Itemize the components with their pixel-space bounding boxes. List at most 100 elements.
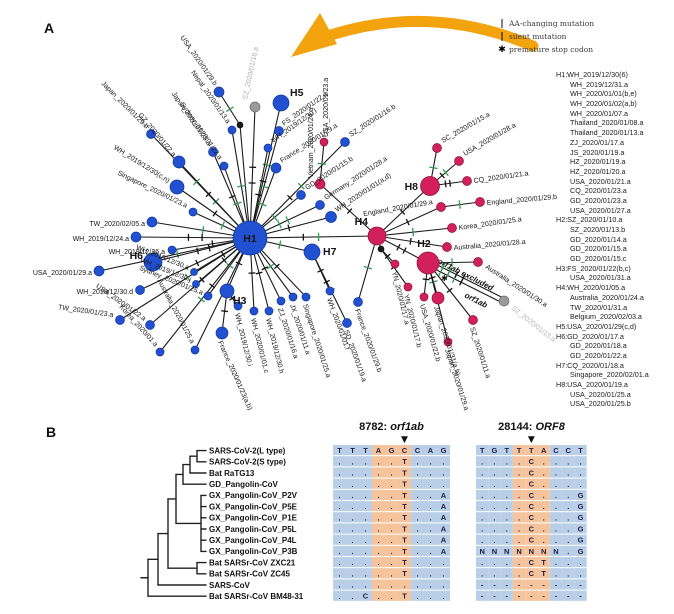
alignment-cell [398, 534, 411, 545]
alignment-cell [549, 523, 563, 534]
alignment-cell [537, 456, 550, 467]
alignment-base: . [416, 569, 418, 578]
alignment-cell [398, 467, 411, 478]
aa-changing-mutation-tick [237, 184, 246, 188]
alignment-cell [372, 501, 385, 512]
alignment-base: . [390, 569, 392, 578]
silent-mutation-tick [199, 276, 205, 283]
haplotype-hub-H2 [416, 251, 440, 275]
alignment-base: T [517, 446, 522, 455]
alignment-cell [333, 590, 346, 601]
silent-mutation-tick [396, 244, 401, 251]
alignment-cell [562, 456, 575, 467]
aa-changing-mutation-tick [458, 200, 461, 209]
alignment-cell [398, 501, 411, 512]
network-node [188, 207, 198, 217]
alignment-cell [500, 489, 513, 500]
alignment-cell [385, 534, 398, 545]
alignment-base: . [506, 569, 508, 578]
aa-changing-mutation-tick [197, 296, 206, 303]
alignment-base: . [567, 469, 569, 478]
alignment-cell [537, 523, 550, 534]
haplotype-list-item: USA_2020/01/31.a [570, 273, 631, 283]
alignment-cell [574, 501, 587, 512]
haplotype-list-item: Thailand_2020/01/13.a [570, 128, 644, 138]
alignment-cell [525, 489, 538, 500]
node-label: TW_2020/02/05.a [89, 221, 145, 228]
alignment-cell [385, 568, 398, 579]
alignment-base: T [402, 468, 407, 477]
alignment-base: . [364, 480, 366, 489]
alignment-cell [437, 568, 450, 579]
alignment-base: . [429, 525, 431, 534]
alignment-cell [488, 523, 501, 534]
network-node [447, 223, 457, 233]
aa-changing-mutation-tick [266, 263, 275, 270]
network-edge [98, 237, 251, 272]
alignment-cell [537, 445, 550, 456]
alignment-cell [549, 478, 563, 489]
alignment-base: . [555, 569, 557, 578]
alignment-base: . [543, 502, 545, 511]
alignment-cell [525, 467, 538, 478]
alignment-base: . [555, 502, 557, 511]
silent-mutation-tick [207, 244, 211, 252]
alignment-cell [500, 512, 513, 523]
network-node [155, 347, 165, 357]
alignment-base: . [377, 536, 379, 545]
alignment-cell [537, 557, 550, 568]
alignment-base: T [402, 592, 407, 601]
alignment-cell [333, 568, 346, 579]
alignment-base: C [529, 491, 535, 500]
alignment-base: . [481, 502, 483, 511]
silent-mutation-tick [461, 274, 466, 282]
silent-mutation-tick [346, 208, 353, 214]
aa-changing-mutation-tick [297, 182, 305, 190]
site-header-8782: 8782: orf1ab [333, 421, 450, 434]
alignment-cell [537, 545, 550, 556]
alignment-cell [385, 478, 398, 489]
alignment-cell [437, 467, 450, 478]
alignment-cell [385, 545, 398, 556]
alignment-cell [398, 523, 411, 534]
alignment-cell [549, 456, 563, 467]
silent-mutation-tick [448, 179, 452, 187]
alignment-base: C [415, 446, 421, 455]
hub-label: H1 [243, 233, 257, 245]
aa-changing-mutation-tick [447, 267, 453, 276]
alignment-cell [512, 478, 526, 489]
silent-mutation-tick [212, 210, 218, 217]
taxon-label: Bat SARSr-CoV ZC45 [209, 570, 290, 579]
alignment-base: . [518, 457, 520, 466]
alignment-cell [525, 445, 538, 456]
alignment-cell [359, 534, 372, 545]
taxon-label: GD_Pangolin-CoV [209, 480, 279, 489]
node-label: Australia_2020/01/28.a [454, 239, 526, 252]
alignment-cell [385, 445, 398, 456]
alignment-cell [562, 557, 575, 568]
alignment-base: - [493, 592, 496, 601]
alignment-base: T [402, 480, 407, 489]
network-edge [319, 141, 325, 185]
alignment-base: . [518, 558, 520, 567]
alignment-cell [333, 579, 346, 590]
silent-mutation-tick [454, 271, 459, 278]
alignment-base: . [338, 457, 340, 466]
alignment-base: . [543, 480, 545, 489]
alignment-base: . [567, 513, 569, 522]
alignment-cell [574, 467, 587, 478]
network-edge [376, 185, 431, 237]
alignment-cell [424, 467, 437, 478]
alignment-base: - [542, 580, 545, 589]
alignment-cell [385, 512, 398, 523]
alignment-cell [385, 579, 398, 590]
alignment-base: C [363, 592, 369, 601]
alignment-base: G [578, 513, 584, 522]
network-edge [376, 235, 448, 248]
alignment-cell [488, 534, 501, 545]
alignment-base: T [337, 446, 342, 455]
alignment-cell [437, 523, 450, 534]
alignment-base: . [493, 502, 495, 511]
alignment-base: . [555, 558, 557, 567]
network-node [264, 306, 274, 316]
